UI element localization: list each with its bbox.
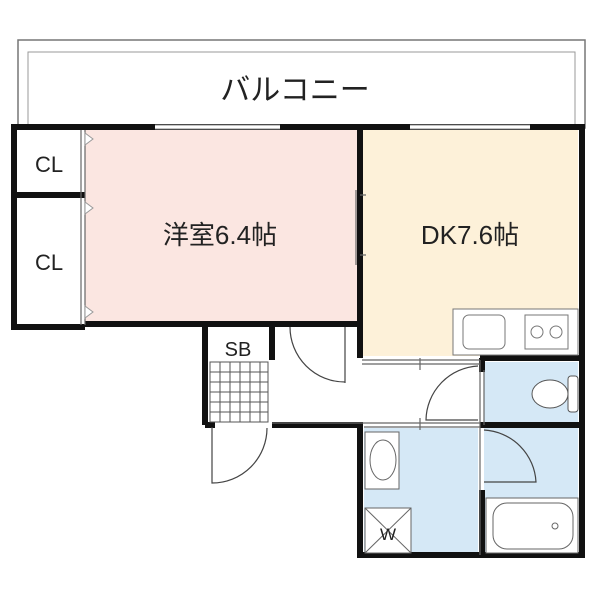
entrance-tiles xyxy=(209,361,269,423)
walls xyxy=(11,124,585,558)
washer-space xyxy=(364,507,412,554)
closet-1-label: CL xyxy=(35,152,63,177)
balcony: バルコニー xyxy=(17,39,586,129)
toilet-icon xyxy=(531,375,579,413)
balcony-label: バルコニー xyxy=(220,74,369,107)
sink-icon xyxy=(462,314,506,350)
shoe-box-label: SB xyxy=(225,339,252,361)
wash-basin-icon xyxy=(364,431,400,490)
partitions xyxy=(80,130,485,555)
closet-2-label: CL xyxy=(35,250,63,275)
washer-label: W xyxy=(380,525,396,544)
closet-doors xyxy=(84,132,94,319)
western-room xyxy=(85,130,358,323)
kitchen-counter xyxy=(452,308,579,356)
dining-kitchen-label: DK7.6帖 xyxy=(421,220,519,250)
western-room-label: 洋室6.4帖 xyxy=(163,220,277,250)
doors xyxy=(211,326,537,484)
bathtub-icon xyxy=(485,497,579,554)
window-lines xyxy=(155,124,530,130)
